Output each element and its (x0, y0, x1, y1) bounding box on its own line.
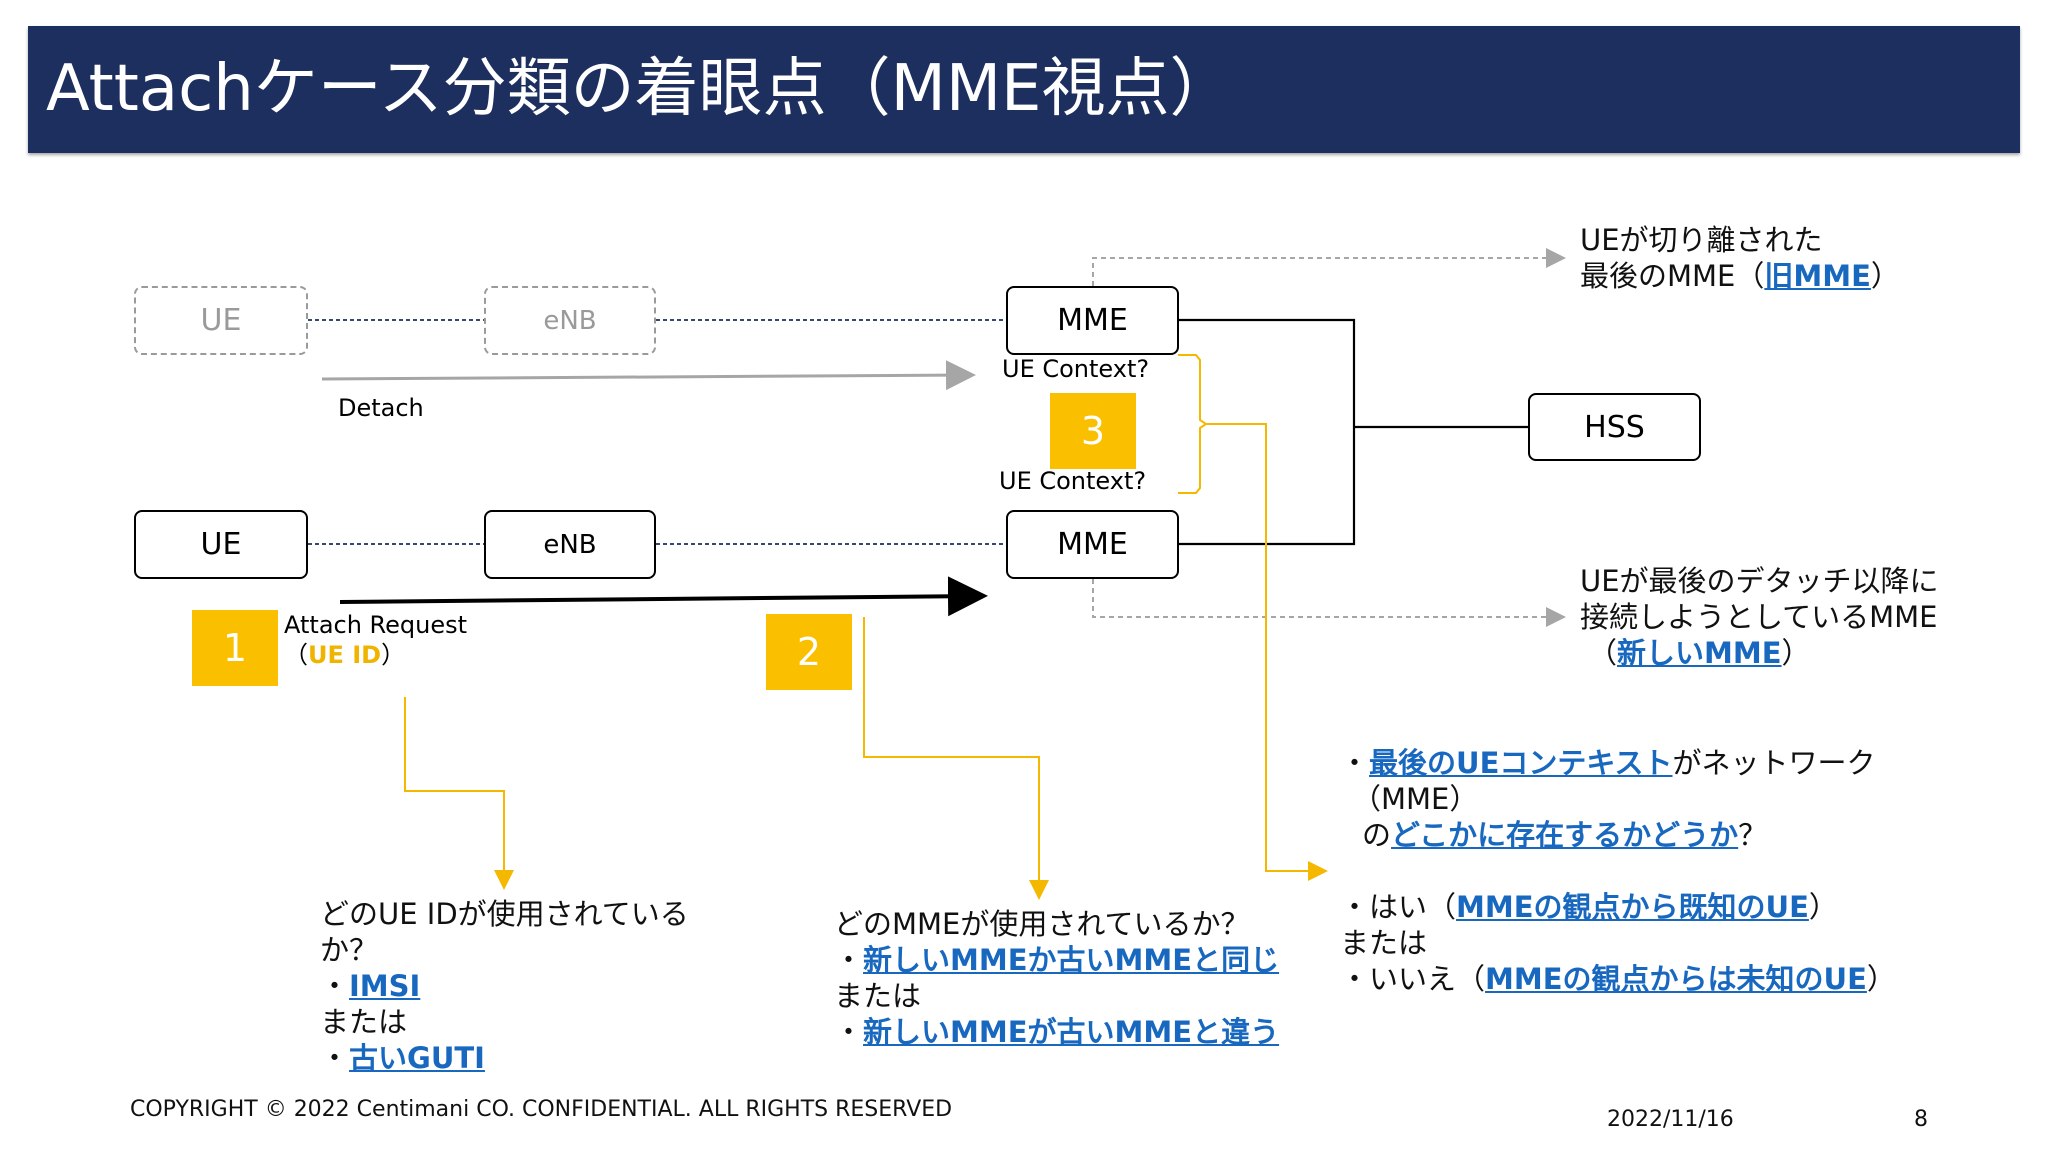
q3-no-post: ） (1866, 962, 1896, 996)
new-mme-note: UEが最後のデタッチ以降に 接続しようとしているMME （新しいMME） (1580, 563, 1939, 671)
old-mme-link[interactable]: 旧MME (1764, 259, 1871, 293)
q3-yes-pre: ・はい（ (1340, 890, 1457, 924)
slide-title: Attachケース分類の着眼点（MME視点） (46, 52, 1234, 126)
old-mme-note-line2: 最後のMME（旧MME） (1580, 258, 1900, 294)
imsi-link[interactable]: IMSI (349, 969, 421, 1003)
attach-paren-close: ） (381, 641, 406, 669)
last-ue-context-link[interactable]: 最後のUEコンテキスト (1369, 746, 1673, 780)
enb-old-node: eNB (484, 286, 656, 355)
q1-bullet: ・ (320, 969, 350, 1003)
new-mme-callout (1092, 579, 1566, 627)
ue-new-node: UE (134, 510, 308, 579)
q3-or: または (1340, 926, 1428, 960)
ue-old-node: UE (134, 286, 308, 355)
context-brace (1178, 354, 1208, 494)
q1-pointer (404, 697, 514, 890)
q1-bullet: ・ (320, 1041, 350, 1075)
new-mme-note-line3: （新しいMME） (1580, 635, 1939, 671)
q2-line1: どのMMEが使用されているか？ (834, 907, 1250, 941)
marker-2: 2 (766, 614, 852, 690)
attach-request-text: Attach Request (284, 611, 468, 639)
new-mme-note-post: ） (1781, 636, 1811, 670)
q1-line2: か？ (320, 933, 379, 967)
mme-old-node: MME (1006, 286, 1179, 355)
q3-yes-post: ） (1808, 890, 1838, 924)
page-number: 8 (1914, 1107, 1928, 1132)
enb-new-node: eNB (484, 510, 656, 579)
q3-bullet: ・ (1340, 746, 1370, 780)
q2-opt1: ・新しいMMEか古いMMEと同じ (834, 942, 1279, 978)
q1-opt1: ・IMSI (320, 968, 689, 1004)
new-mme-note-line1: UEが最後のデタッチ以降に (1580, 564, 1939, 598)
same-mme-link[interactable]: 新しいMMEか古いMMEと同じ (863, 943, 1280, 977)
old-mme-callout (1092, 248, 1566, 286)
q2-pointer (863, 617, 1049, 900)
mme-new-node: MME (1006, 510, 1179, 579)
q3-pointer (1206, 423, 1328, 881)
q2-block: どのMMEが使用されているか？ ・新しいMMEか古いMMEと同じ または ・新し… (834, 906, 1279, 1050)
old-mme-note-pre: 最後のMME（ (1580, 259, 1765, 293)
title-bar: Attachケース分類の着眼点（MME視点） (28, 26, 2020, 153)
q2-bullet: ・ (834, 943, 864, 977)
ue-context-label-bottom: UE Context? (999, 467, 1147, 495)
q2-or: または (834, 979, 922, 1013)
ue-context-label-top: UE Context? (1002, 355, 1150, 383)
q1-opt2: ・古いGUTI (320, 1040, 689, 1076)
old-mme-note-post: ） (1870, 259, 1900, 293)
hss-node: HSS (1528, 393, 1701, 461)
q3-line3-post: ？ (1738, 818, 1768, 852)
detach-label: Detach (338, 394, 424, 422)
q3-line1: ・最後のUEコンテキストがネットワーク (1340, 745, 1896, 781)
new-mme-note-pre: （ (1588, 636, 1618, 670)
different-mme-link[interactable]: 新しいMMEが古いMMEと違う (863, 1015, 1280, 1049)
attach-ue-id-line: （UE ID） (284, 640, 467, 670)
old-mme-note: UEが切り離された 最後のMME（旧MME） (1580, 222, 1900, 294)
copyright: COPYRIGHT © 2022 Centimani CO. CONFIDENT… (130, 1097, 953, 1122)
slide-date: 2022/11/16 (1607, 1107, 1734, 1132)
new-mme-note-line2: 接続しようとしているMME (1580, 600, 1938, 634)
marker-3: 3 (1050, 393, 1136, 469)
q3-line3: のどこかに存在するかどうか？ (1340, 817, 1896, 853)
q3-line2: （MME） (1352, 782, 1479, 816)
q2-bullet: ・ (834, 1015, 864, 1049)
old-mme-note-line1: UEが切り離された (1580, 223, 1823, 257)
q1-or: または (320, 1005, 408, 1039)
q1-block: どのUE IDが使用されている か？ ・IMSI または ・古いGUTI (320, 896, 689, 1076)
q3-spacer (1340, 853, 1896, 889)
attach-request-label: Attach Request （UE ID） (284, 610, 467, 670)
new-mme-link[interactable]: 新しいMME (1617, 636, 1782, 670)
q3-block: ・最後のUEコンテキストがネットワーク （MME） のどこかに存在するかどうか？… (1340, 745, 1896, 997)
q1-line1: どのUE IDが使用されている (320, 897, 689, 931)
q2-opt2: ・新しいMMEが古いMMEと違う (834, 1014, 1279, 1050)
attach-paren-open: （ (284, 641, 308, 669)
exists-somewhere-link[interactable]: どこかに存在するかどうか (1391, 818, 1739, 852)
marker-1: 1 (192, 610, 278, 686)
q3-no: ・いいえ（MMEの観点からは未知のUE） (1340, 961, 1896, 997)
q3-line3-pre: の (1362, 818, 1392, 852)
known-ue-link[interactable]: MMEの観点から既知のUE (1456, 890, 1809, 924)
q3-line1-post: がネットワーク (1672, 746, 1876, 780)
attach-arrow (339, 576, 988, 617)
q3-yes: ・はい（MMEの観点から既知のUE） (1340, 889, 1896, 925)
q3-no-pre: ・いいえ（ (1340, 962, 1486, 996)
detach-arrow (321, 360, 976, 391)
attach-ue-id: UE ID (308, 641, 382, 669)
unknown-ue-link[interactable]: MMEの観点からは未知のUE (1485, 962, 1867, 996)
old-guti-link[interactable]: 古いGUTI (349, 1041, 485, 1075)
